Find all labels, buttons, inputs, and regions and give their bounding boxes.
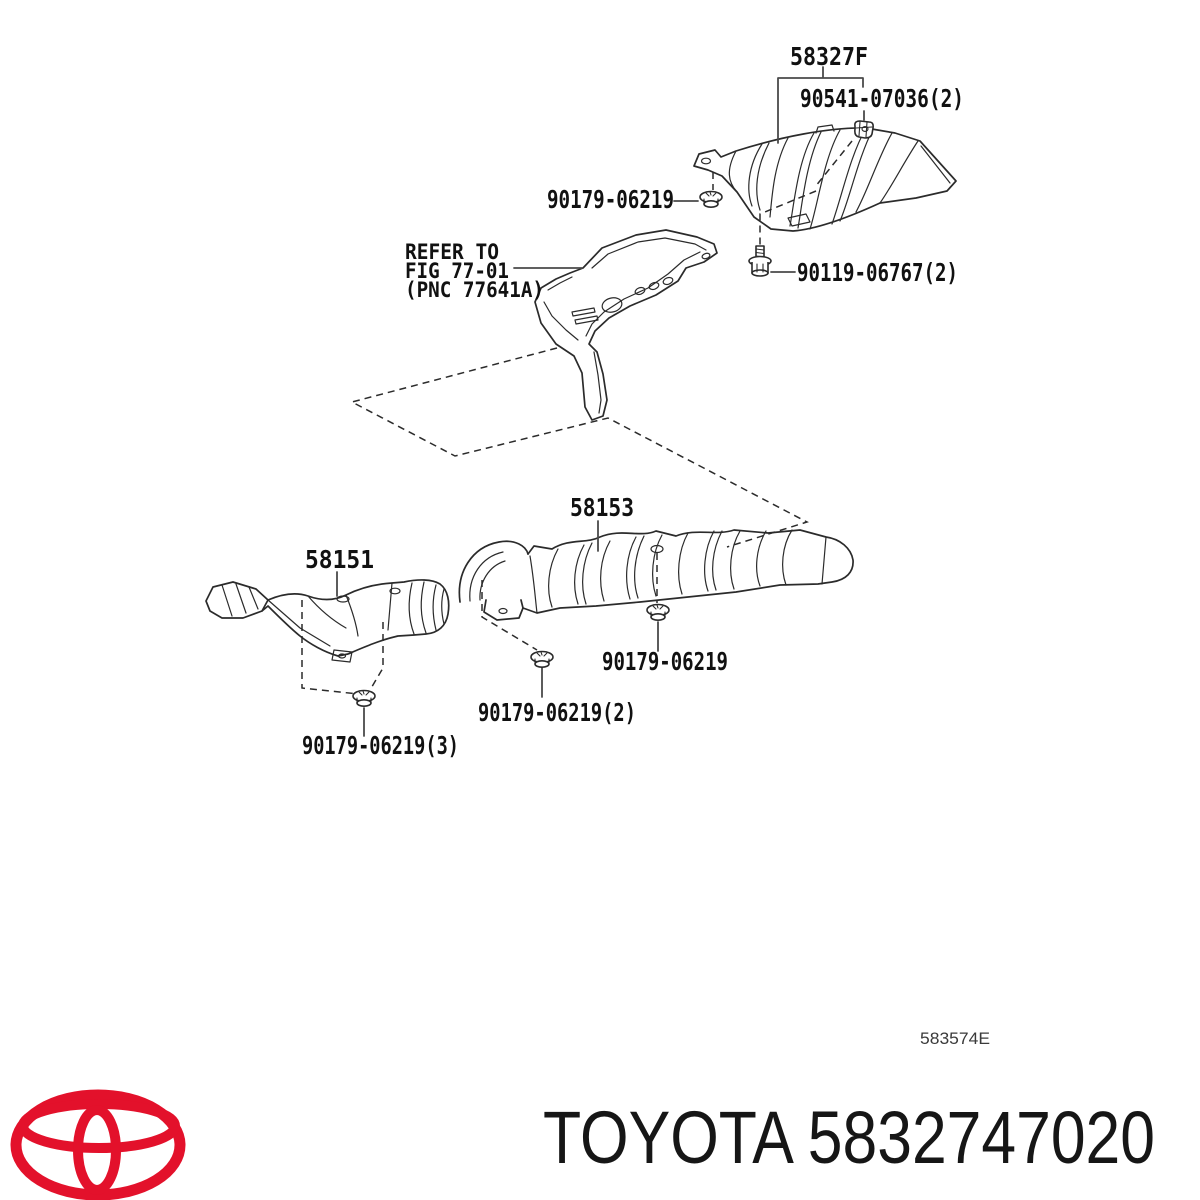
callout-connector-lines	[336, 66, 865, 737]
bolt-icon	[748, 245, 772, 277]
toyota-logo-vertical-ellipse	[73, 1105, 121, 1195]
figure-code: 583574E	[920, 1029, 990, 1048]
dashed-reference-lines	[301, 140, 853, 695]
callout-shield-upper: 58327F	[790, 42, 868, 71]
heat-shield-58151-drawing	[205, 579, 450, 663]
refer-note-line1: REFER TO	[405, 240, 499, 264]
push-nut-icon-front	[352, 689, 376, 708]
callout-nut-center-front: 90179-06219(2)	[478, 698, 636, 727]
toyota-logo-outer-ellipse	[10, 1089, 186, 1200]
refer-note-line2: FIG 77-01	[405, 259, 509, 283]
callout-shield-center: 58153	[570, 493, 634, 522]
heat-shield-58153-drawing	[458, 529, 854, 621]
callout-clip-upper: 90541-07036(2)	[800, 84, 964, 113]
callout-nut-center-rear: 90179-06219	[602, 647, 728, 676]
push-nut-icon-upper	[699, 190, 723, 208]
refer-note-line3: (PNC 77641A)	[405, 278, 544, 302]
footer-part-number-text: TOYOTA 5832747020	[543, 1096, 1155, 1179]
heat-shield-58327f-drawing	[693, 124, 957, 232]
footer: TOYOTA 5832747020	[10, 1089, 1155, 1200]
callout-bolt: 90119-06767(2)	[797, 258, 958, 287]
push-nut-icon-center-front	[530, 650, 554, 669]
callout-nut-upper: 90179-06219	[547, 185, 674, 214]
callout-nut-front: 90179-06219(3)	[302, 731, 459, 760]
clip-icon	[854, 120, 874, 139]
callout-shield-front: 58151	[305, 545, 374, 574]
push-nut-icon-center-rear	[646, 603, 670, 622]
toyota-logo-horizontal-ellipse	[18, 1099, 180, 1153]
toyota-logo	[10, 1089, 186, 1200]
callout-labels: 58327F 90541-07036(2) 90179-06219 REFER …	[302, 42, 964, 760]
floor-bracket-drawing	[534, 229, 718, 421]
